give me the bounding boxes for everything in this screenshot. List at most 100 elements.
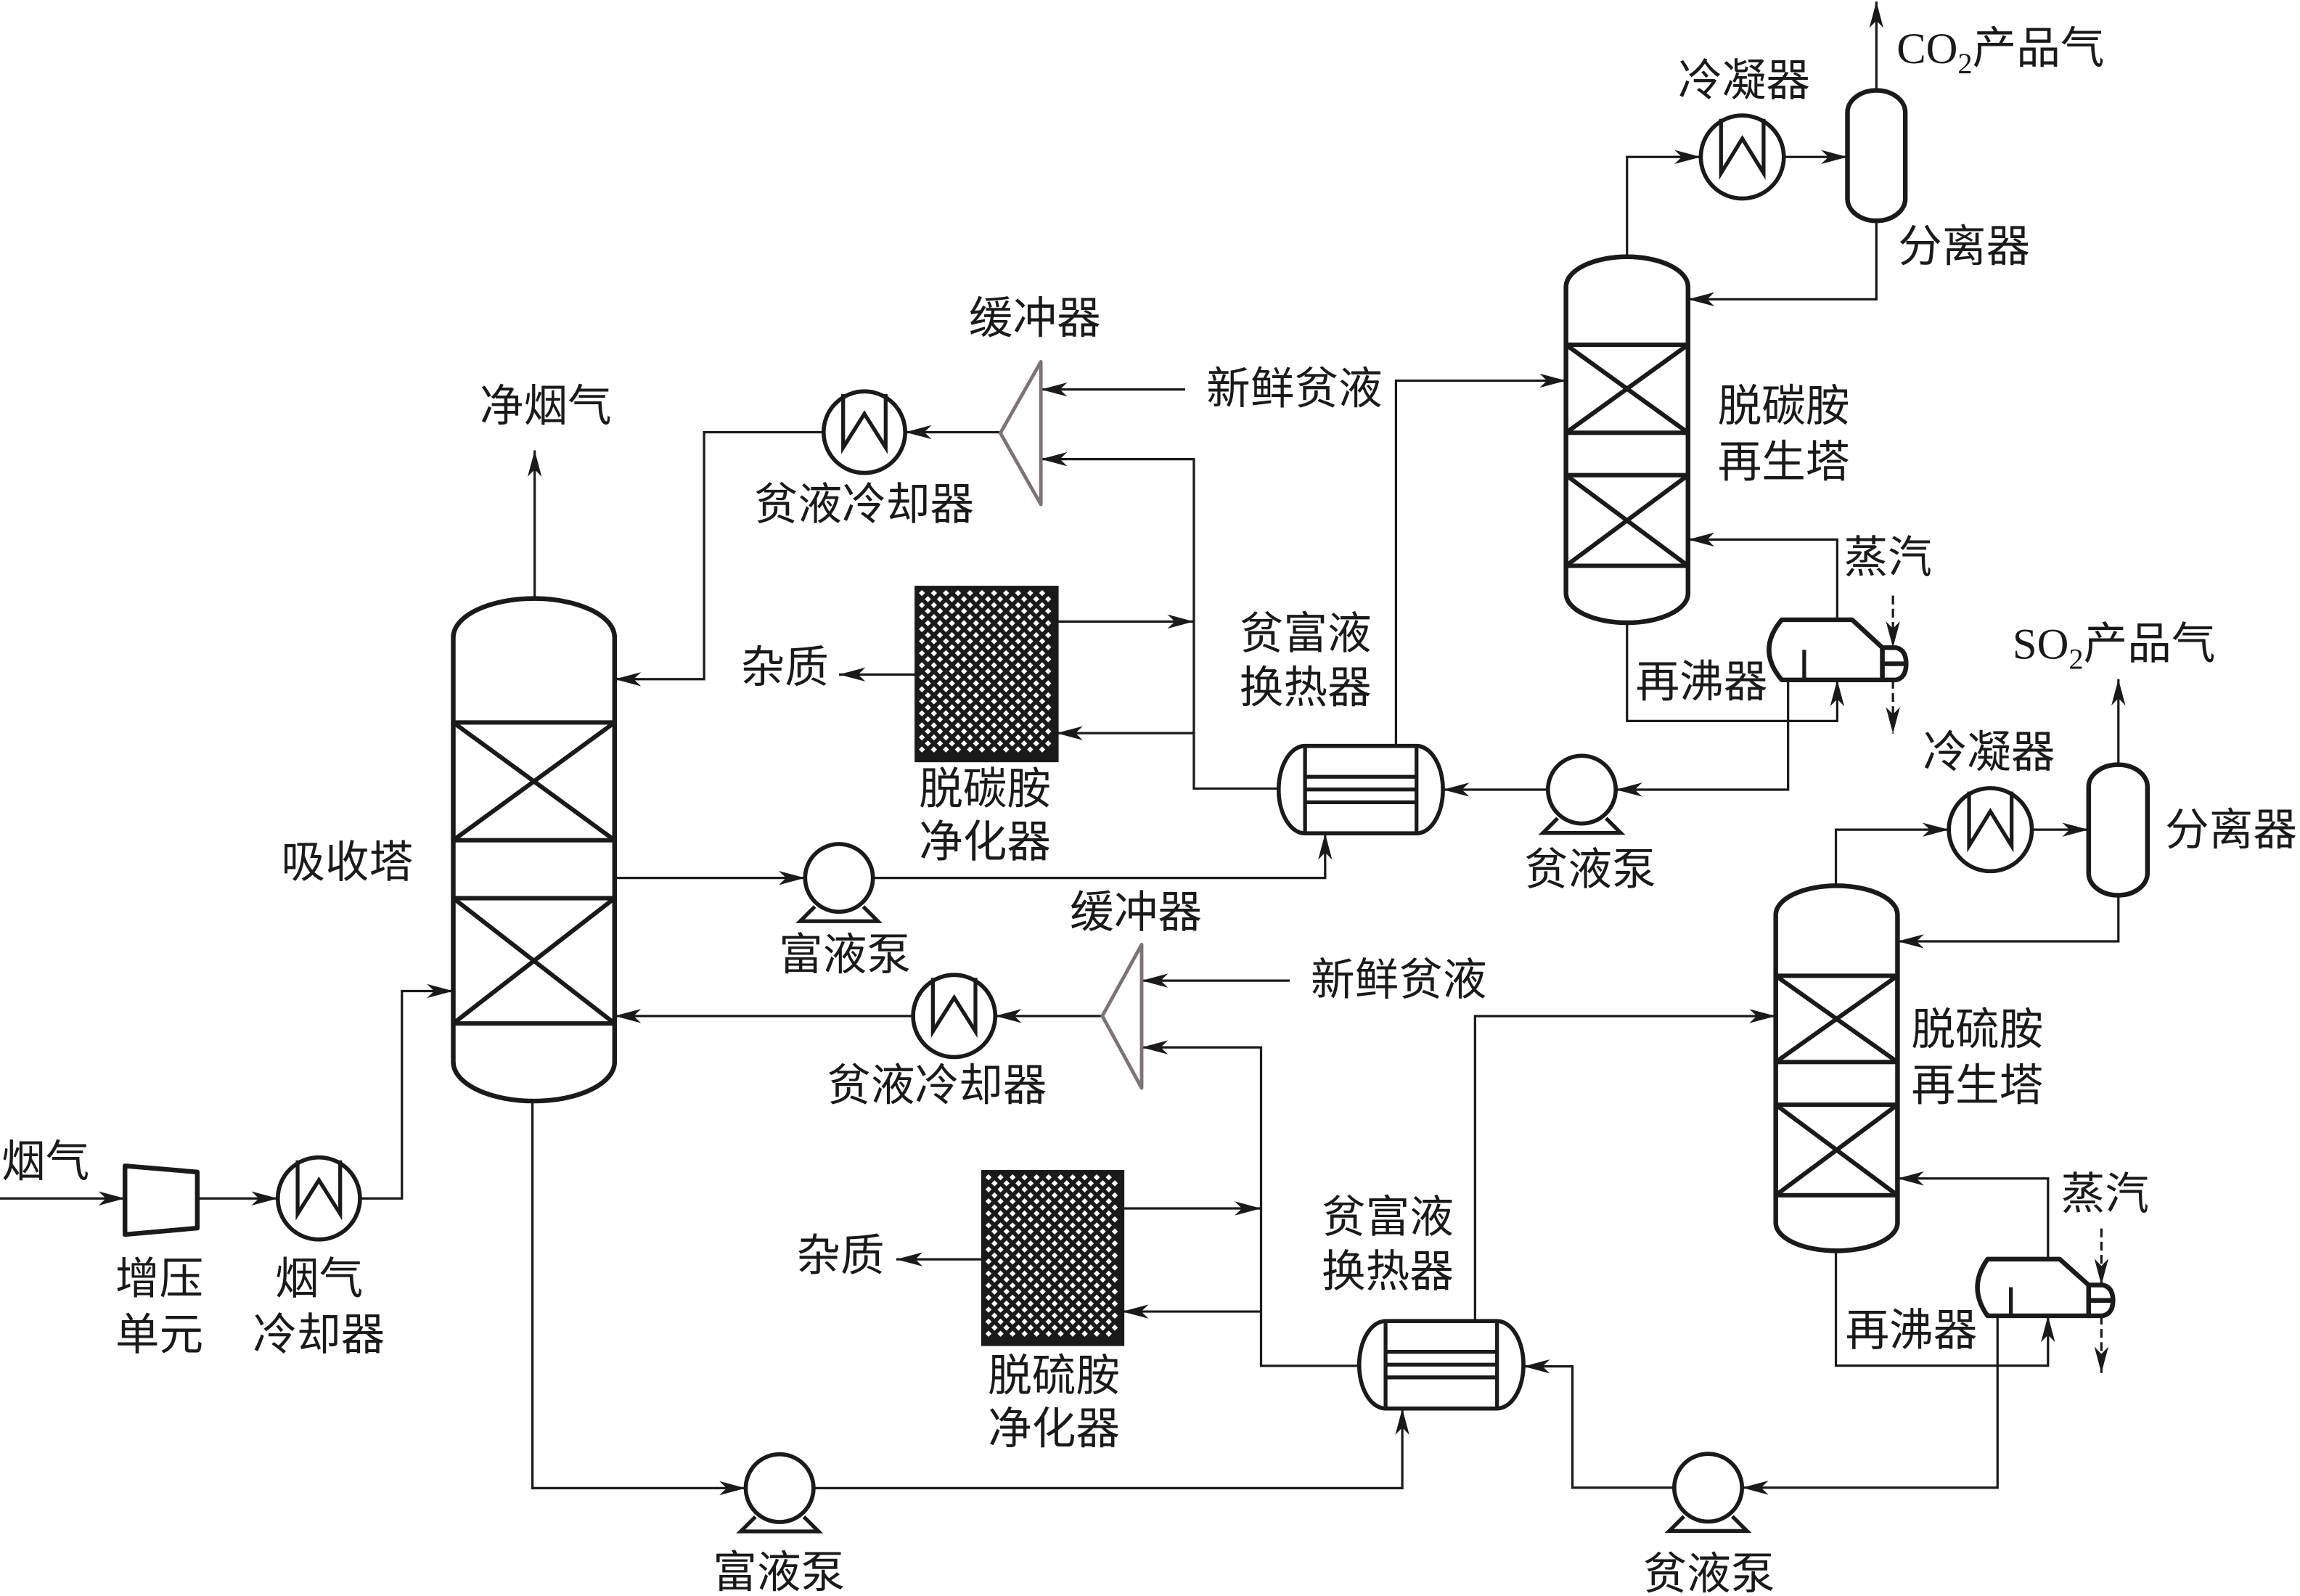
product-suffix: 产品气 (1973, 25, 2105, 73)
product-formula: CO (1896, 25, 1957, 73)
impurity-so2-label: 杂质 (796, 1232, 884, 1280)
packing-cross-icon (1774, 1102, 1899, 1198)
booster-label-line2: 单元 (115, 1311, 203, 1359)
flow-arrow-icon (1922, 822, 1949, 837)
packing-bed-frame (1563, 472, 1690, 568)
separator-co2-label: 分离器 (1898, 223, 2030, 271)
flow-arrow-icon (1235, 1201, 1261, 1216)
separator-so2 (2086, 762, 2150, 898)
flow-arrow-icon (2094, 1346, 2109, 1373)
lean-pump-so2-label: 贫液泵 (1643, 1550, 1775, 1596)
lean-pump-co2 (1538, 753, 1626, 835)
tube-bundle-icon (1383, 1321, 1499, 1409)
flow-arrow-icon (1821, 150, 1848, 165)
exchanger-co2-label-line2: 换热器 (1240, 664, 1372, 713)
reboiler-co2-steam-nozzle (1880, 645, 1909, 683)
booster-unit (122, 1163, 200, 1237)
rich-pump-so2-label: 富液泵 (713, 1549, 845, 1596)
buffer-so2-label: 缓冲器 (1070, 888, 1202, 937)
flow-arrow-icon (1897, 1171, 1924, 1186)
product-formula: SO (2013, 621, 2069, 669)
flow-arrow-icon (1443, 782, 1470, 797)
regenerator-co2-shell (1563, 254, 1691, 626)
purifier-so2 (981, 1170, 1125, 1346)
impurity-co2-label: 杂质 (741, 644, 829, 692)
absorber-packing-lower (451, 896, 617, 1026)
lean-pump-co2-label: 贫液泵 (1524, 846, 1656, 895)
purifier-co2 (914, 586, 1059, 763)
exchanger-so2-label-line2: 换热器 (1322, 1248, 1454, 1297)
regenerator-so2-packing-lower (1773, 1102, 1900, 1198)
pipe-separator-so2-reflux (1897, 895, 2120, 943)
pipe-exchanger-so2-to-buffer (1141, 1046, 1359, 1367)
so2-product-gas-label: SO2产品气 (2013, 621, 2216, 676)
pipe-reboiler-co2-to-lean-pump (1616, 679, 1790, 791)
pump-base-icon (736, 1515, 824, 1534)
flow-arrow-icon (2041, 1315, 2055, 1343)
steam-so2-label: 蒸汽 (2061, 1170, 2149, 1219)
flow-arrow-icon (1041, 382, 1068, 397)
flue-gas-cooler (275, 1155, 362, 1242)
reboiler-co2-label: 再沸器 (1635, 658, 1767, 707)
lean-cooler-co2 (821, 389, 908, 475)
regenerator-co2-packing-upper (1563, 342, 1690, 435)
clean-flue-gas-label: 净烟气 (480, 382, 612, 431)
rich-pump-co2 (795, 842, 883, 923)
flow-arrow-icon (614, 1009, 642, 1023)
fresh-lean-so2-label: 新鲜贫液 (1311, 956, 1487, 1004)
crosshatch-pattern-icon (918, 589, 1052, 753)
packing-cross-icon (1564, 343, 1690, 435)
reboiler-so2-shell (1975, 1256, 2092, 1319)
pipe-flue-gas-cooler-to-absorber (359, 989, 454, 1200)
lean-cooler-so2 (911, 973, 998, 1060)
flow-arrow-icon (1122, 1304, 1149, 1319)
flow-arrow-icon (1674, 150, 1701, 165)
regenerator-so2-label-line2: 再生塔 (1911, 1062, 2043, 1110)
flow-arrow-icon (1749, 1009, 1776, 1023)
labels: 烟气 增压 单元 烟气 冷却器 吸收塔 净烟气 缓冲器 新鲜贫液 贫液冷却器 杂… (1, 25, 2297, 1596)
reboiler-so2-steam-nozzle (2086, 1282, 2116, 1319)
packing-bed-frame (1773, 1102, 1900, 1198)
exchanger-so2-label-line1: 贫富液 (1322, 1194, 1454, 1243)
flow-arrow-icon (1886, 707, 1900, 734)
exchanger-co2-label-line1: 贫富液 (1240, 610, 1372, 658)
lean-cooler-co2-shell (821, 389, 908, 475)
buffer-co2-label: 缓冲器 (969, 295, 1101, 343)
rich-pump-so2-casing (743, 1452, 816, 1524)
rich-pump-co2-label: 富液泵 (779, 931, 911, 980)
flow-arrow-icon (1056, 726, 1083, 740)
flow-arrow-icon (1395, 1408, 1409, 1436)
flue-gas-cooler-label-line2: 冷却器 (253, 1311, 385, 1359)
absorber-packing-upper (451, 720, 617, 843)
flow-arrow-icon (1742, 1481, 1769, 1495)
flow-arrow-icon (1041, 451, 1068, 467)
flow-arrow-icon (1318, 833, 1333, 860)
condenser-co2-shell (1698, 113, 1786, 201)
packing-bed-frame (451, 720, 617, 843)
flow-arrow-icon (778, 870, 806, 885)
product-formula-subscript: 2 (1957, 47, 1972, 80)
lean-cooler-so2-shell (911, 973, 998, 1060)
pipe-rich-pump-so2-to-exchanger (813, 1408, 1404, 1490)
pump-base-icon (1538, 817, 1626, 835)
flow-arrow-icon (1141, 1040, 1169, 1055)
rich-pump-so2 (736, 1452, 824, 1534)
flow-arrow-icon (1687, 292, 1715, 307)
packing-bed-frame (1563, 342, 1690, 435)
cooling-coil-icon (1719, 118, 1766, 180)
pipe-reboiler-co2-vapor-return (1687, 538, 1838, 620)
separator-co2 (1845, 88, 1908, 224)
regenerator-so2 (1773, 883, 1900, 1253)
regenerator-co2 (1563, 254, 1691, 626)
flue-gas-cooler-shell (275, 1155, 362, 1242)
regenerator-so2-packing-upper (1773, 973, 1900, 1065)
lean-rich-exchanger-co2 (1276, 743, 1445, 836)
purifier-so2-frame (981, 1170, 1125, 1346)
absorber-label: 吸收塔 (281, 839, 413, 888)
regenerator-so2-label-line1: 脱硫胺 (1911, 1006, 2043, 1055)
pipe-reboiler-so2-to-lean-pump (1742, 1315, 1999, 1489)
flow-arrow-icon (527, 450, 542, 477)
cooling-coil-icon (841, 393, 888, 454)
pipe-regenerator-so2-bottoms (1834, 1251, 2050, 1367)
